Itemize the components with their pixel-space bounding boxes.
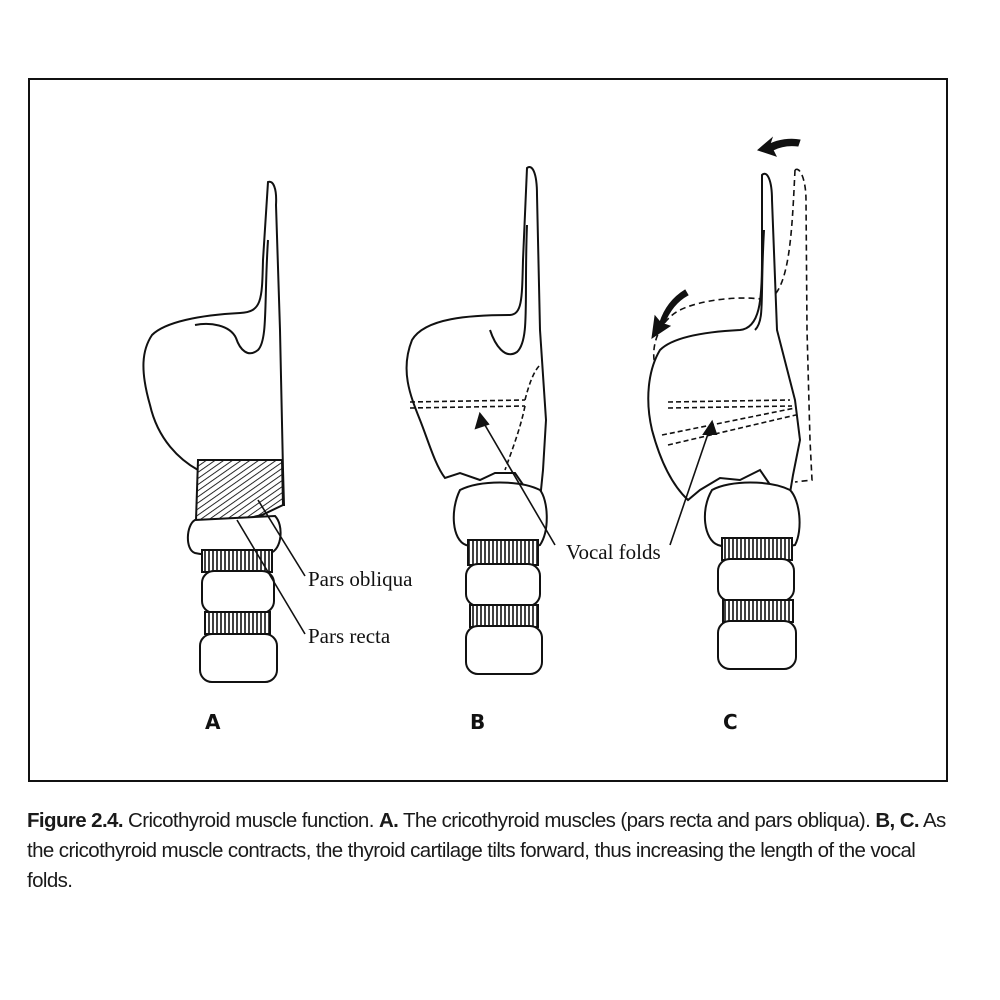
caption-part-bc-text: As the cricothyroid muscle contracts, th…: [27, 809, 946, 892]
label-vocal-folds: Vocal folds: [566, 540, 661, 564]
caption-figure-number: Figure 2.4.: [27, 809, 124, 832]
label-pars-obliqua: Pars obliqua: [308, 567, 413, 591]
cricothyroid-muscle-a: [194, 459, 285, 527]
caption-part-a-label: A.: [378, 809, 399, 832]
panel-b: [405, 166, 556, 675]
panel-label-b: B: [470, 710, 485, 734]
tracheal-ring-c4: [717, 620, 797, 670]
tracheal-ring-b3: [469, 604, 539, 628]
panel-label-c: C: [723, 710, 738, 734]
caption-part-bc-label: B, C.: [875, 809, 920, 832]
tracheal-ring-a4: [199, 633, 278, 683]
caption-part-a-text: The cricothyroid muscles (pars recta and…: [403, 809, 871, 832]
panel-c: [647, 168, 813, 670]
tracheal-ring-a2: [201, 570, 275, 614]
curved-arrow-left-icon: [651, 289, 689, 340]
caption-title: Cricothyroid muscle function.: [128, 809, 374, 832]
tracheal-ring-c1: [721, 537, 793, 561]
tracheal-ring-b4: [465, 625, 543, 675]
figure-frame: [28, 78, 948, 782]
label-pars-recta: Pars recta: [308, 624, 391, 648]
panel-a: [142, 180, 306, 683]
tracheal-ring-b2: [465, 563, 541, 607]
tracheal-ring-b1: [467, 539, 539, 566]
figure-caption: Figure 2.4. Cricothyroid muscle function…: [27, 806, 957, 896]
cricoid-cartilage-b: [452, 481, 548, 551]
curved-arrow-top-icon: [757, 136, 801, 157]
thyroid-cartilage-c: [647, 172, 802, 508]
tracheal-ring-a3: [204, 611, 271, 635]
cricoid-cartilage-c: [703, 481, 801, 551]
tracheal-ring-c3: [722, 599, 794, 623]
panel-label-a: A: [205, 710, 221, 734]
thyroid-cartilage-a: [142, 180, 286, 506]
tracheal-ring-c2: [717, 558, 795, 602]
